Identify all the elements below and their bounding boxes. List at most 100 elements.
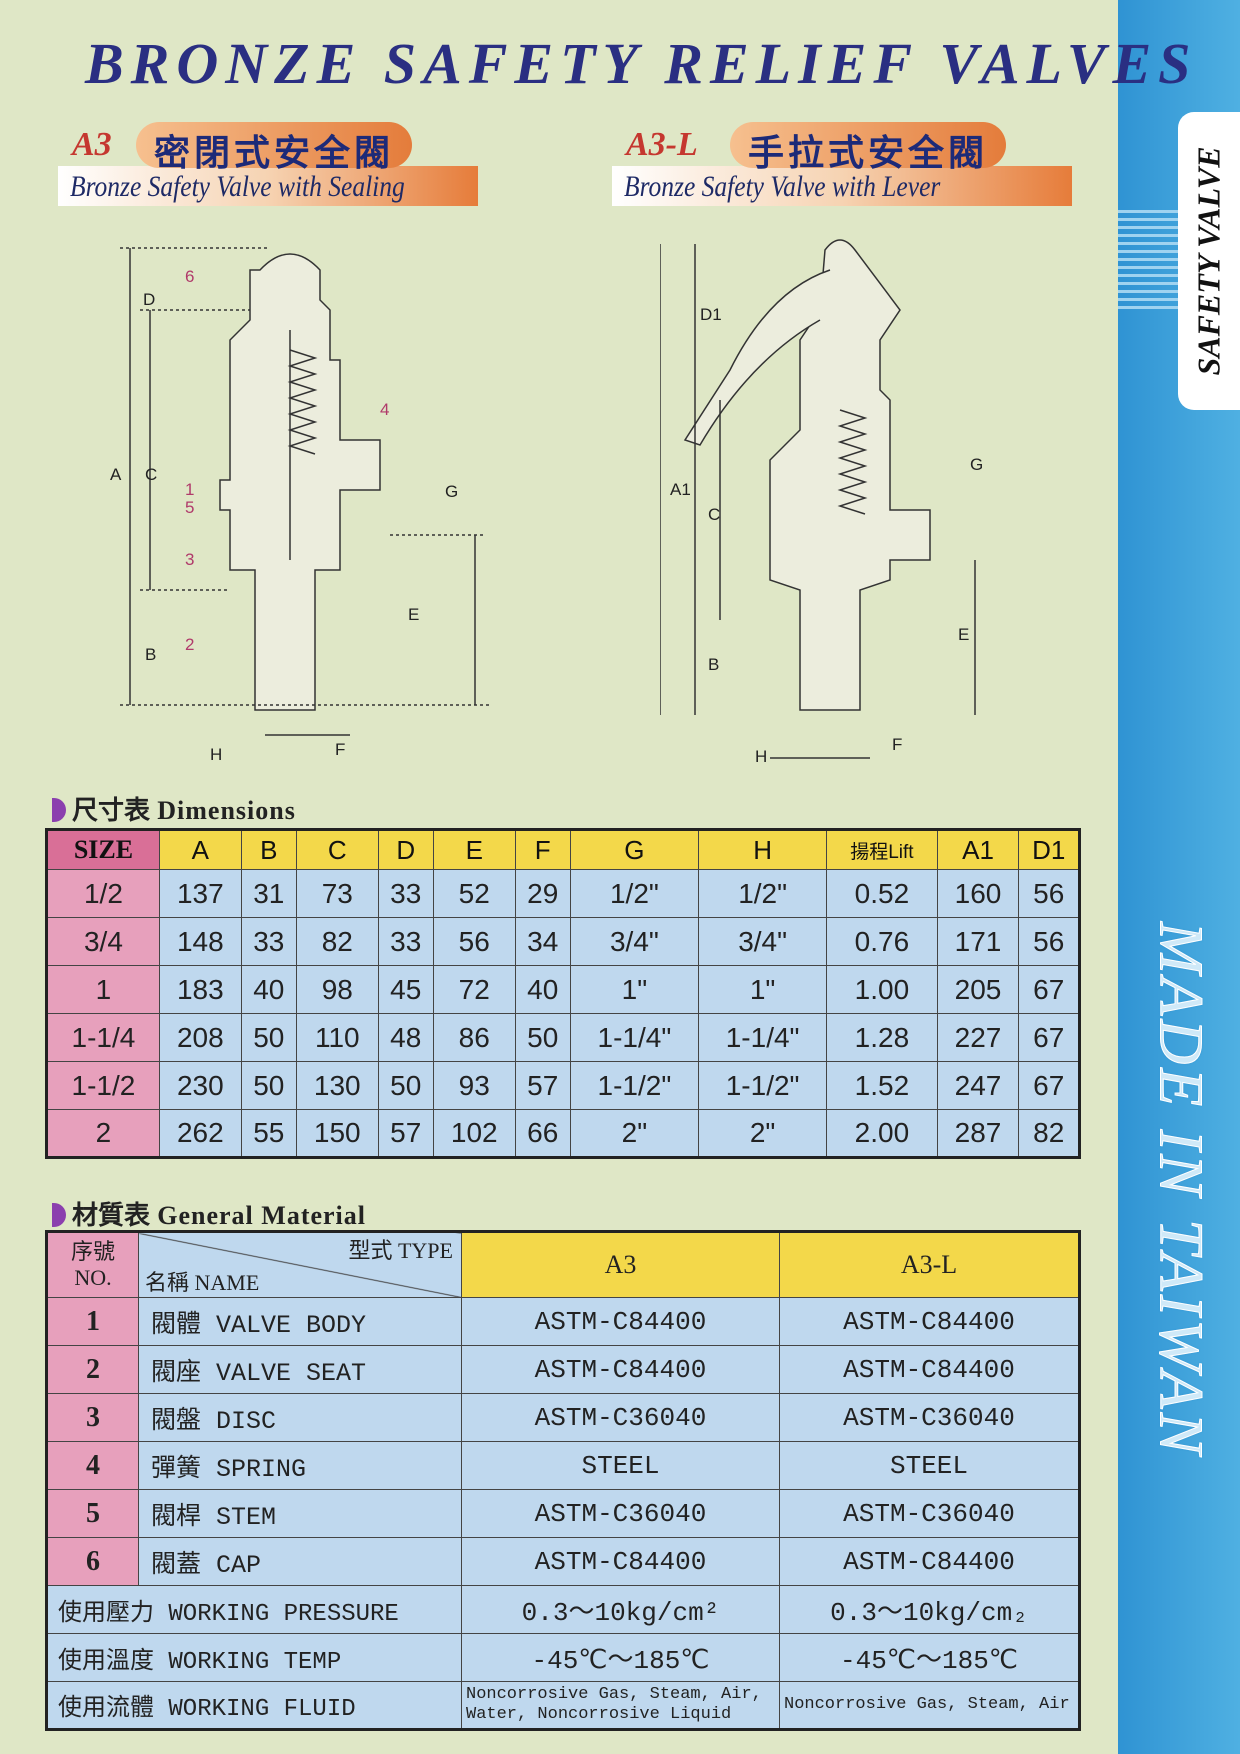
table-cell: 29 [514, 869, 571, 918]
column-header: SIZE [46, 829, 160, 870]
table-cell: 2 [46, 1109, 160, 1158]
table-cell: 1.00 [826, 965, 938, 1014]
table-cell: 5 [46, 1489, 139, 1538]
part-label-5: 5 [185, 498, 194, 517]
table-cell: 57 [377, 1109, 434, 1158]
side-tab: SAFETY VALVE [1178, 112, 1240, 410]
label-c: C [145, 465, 157, 484]
table-cell: 1/2 [46, 869, 160, 918]
part-label-1: 1 [185, 480, 194, 499]
table-cell: 33 [377, 869, 434, 918]
property-label: 使用流體 WORKING FLUID [46, 1681, 462, 1730]
table-cell: 137 [158, 869, 242, 918]
label-d1: D1 [700, 305, 722, 324]
part-label-4: 4 [380, 400, 389, 419]
table-cell: 0.3～10kg/cm² [461, 1585, 780, 1634]
column-header: A [158, 829, 242, 870]
table-cell: 1-1/4" [569, 1013, 700, 1062]
table-cell: 102 [432, 1109, 516, 1158]
table-cell: ASTM-C84400 [461, 1537, 780, 1586]
part-label-6: 6 [185, 267, 194, 286]
property-row: 使用溫度 WORKING TEMP-45℃～185℃-45℃～185℃ [46, 1633, 1080, 1682]
table-cell: 彈簧 SPRING [138, 1441, 462, 1490]
table-cell: 160 [936, 869, 1020, 918]
table-cell: 34 [514, 917, 571, 966]
table-cell: 82 [1018, 1109, 1080, 1158]
part-label-2: 2 [185, 635, 194, 654]
made-in-taiwan: MADE IN TAIWAN [1146, 921, 1215, 1459]
table-cell: 67 [1018, 1061, 1080, 1110]
table-cell: 98 [295, 965, 379, 1014]
table-cell: 1" [569, 965, 700, 1014]
a3-heading: A3 密閉式安全閥 Bronze Safety Valve with Seali… [58, 120, 478, 206]
label-b: B [145, 645, 156, 664]
table-cell: 205 [936, 965, 1020, 1014]
table-cell: 0.52 [826, 869, 938, 918]
label-e: E [408, 605, 419, 624]
table-cell: 67 [1018, 965, 1080, 1014]
table-cell: 1/2" [698, 869, 828, 918]
table-cell: 50 [240, 1061, 297, 1110]
table-cell: 1/2" [569, 869, 700, 918]
a3l-header: A3-L [779, 1231, 1080, 1298]
table-cell: 52 [432, 869, 516, 918]
column-header: F [514, 829, 571, 870]
bullet-icon [52, 1203, 66, 1227]
column-header: D1 [1018, 829, 1080, 870]
table-cell: 86 [432, 1013, 516, 1062]
table-cell: ASTM-C84400 [461, 1345, 780, 1394]
table-cell: ASTM-C36040 [779, 1489, 1080, 1538]
table-cell: 150 [295, 1109, 379, 1158]
table-cell: 2 [46, 1345, 139, 1394]
bullet-icon [52, 798, 66, 822]
dimensions-heading: 尺寸表 Dimensions [52, 790, 296, 827]
column-header: E [432, 829, 516, 870]
table-cell: 56 [432, 917, 516, 966]
table-cell: 33 [377, 917, 434, 966]
table-cell: 148 [158, 917, 242, 966]
table-cell: 50 [377, 1061, 434, 1110]
table-cell: 40 [514, 965, 571, 1014]
column-header: B [240, 829, 297, 870]
table-cell: 56 [1018, 917, 1080, 966]
table-cell: 262 [158, 1109, 242, 1158]
table-cell: 227 [936, 1013, 1020, 1062]
table-cell: 31 [240, 869, 297, 918]
table-cell: 56 [1018, 869, 1080, 918]
table-cell: 247 [936, 1061, 1020, 1110]
label-f: F [892, 735, 902, 754]
table-cell: 93 [432, 1061, 516, 1110]
table-cell: 閥桿 STEM [138, 1489, 462, 1538]
table-cell: Noncorrosive Gas, Steam, Air, Water, Non… [461, 1681, 780, 1730]
table-cell: 45 [377, 965, 434, 1014]
table-cell: 1-1/2 [46, 1061, 160, 1110]
table-cell: 閥盤 DISC [138, 1393, 462, 1442]
page-title: BRONZE SAFETY RELIEF VALVES [85, 31, 1198, 96]
table-cell: 1 [46, 965, 160, 1014]
label-h: H [210, 745, 222, 764]
table-cell: 1-1/2" [569, 1061, 700, 1110]
table-cell: ASTM-C36040 [779, 1393, 1080, 1442]
a3l-heading: A3-L 手拉式安全閥 Bronze Safety Valve with Lev… [612, 120, 1072, 206]
table-cell: 3/4" [569, 917, 700, 966]
table-cell: 171 [936, 917, 1020, 966]
column-header: D [377, 829, 434, 870]
a3-diagram: D A C B E F G H 1 2 3 4 5 6 [110, 247, 490, 764]
decorative-lines [1118, 210, 1178, 310]
material-heading: 材質表 General Material [52, 1195, 366, 1232]
table-cell: 1.28 [826, 1013, 938, 1062]
table-cell: 55 [240, 1109, 297, 1158]
table-cell: 1-1/2" [698, 1061, 828, 1110]
table-cell: ASTM-C84400 [779, 1297, 1080, 1346]
